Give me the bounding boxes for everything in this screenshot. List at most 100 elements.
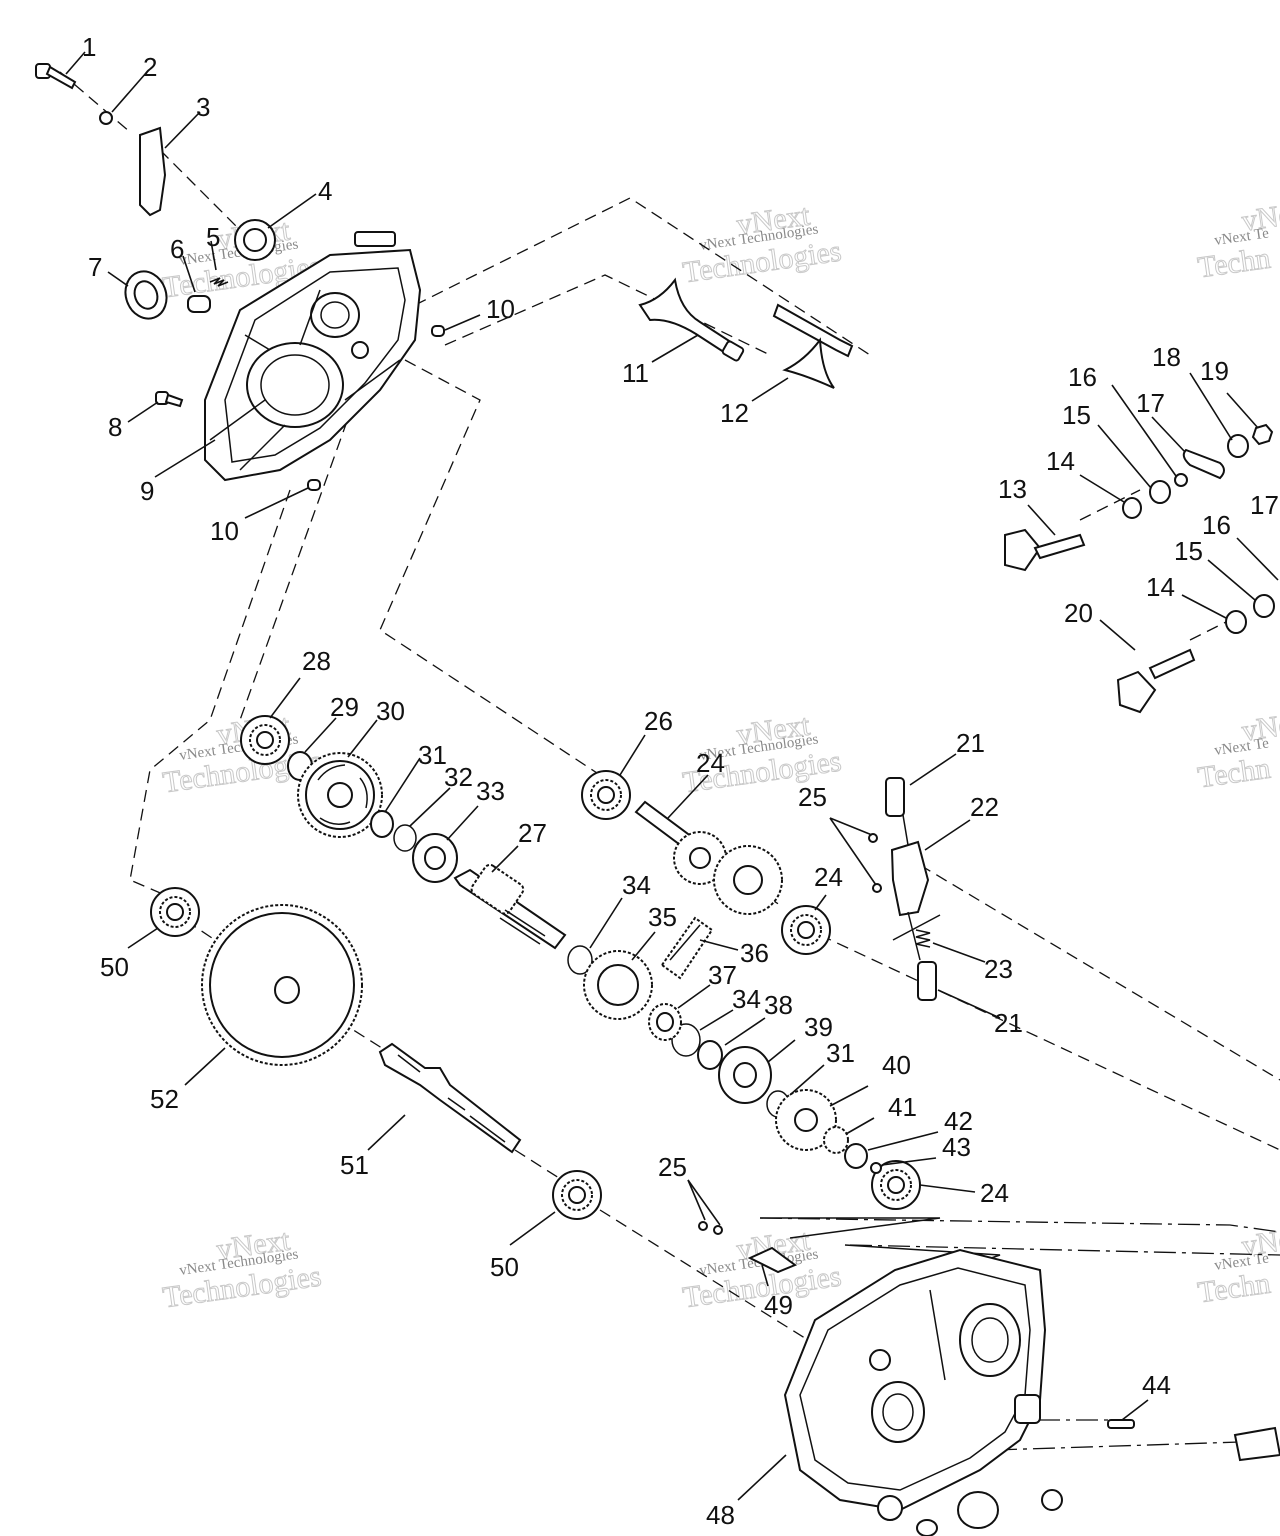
callout-label: 37 (708, 960, 737, 990)
bracket-part (139, 126, 167, 217)
callout-label: 44 (1142, 1370, 1171, 1400)
svg-text:Techn: Techn (1196, 1267, 1273, 1310)
bearing-part (781, 905, 831, 955)
callout-label: 27 (518, 818, 547, 848)
callout-label: 15 (1174, 536, 1203, 566)
callout-label: 16 (1068, 362, 1097, 392)
svg-text:Techn: Techn (1196, 752, 1273, 795)
svg-text:vNext Te: vNext Te (1213, 1250, 1270, 1274)
callout-label: 39 (804, 1012, 833, 1042)
gear-part (775, 1089, 837, 1151)
washer-part (1041, 1489, 1063, 1511)
callout-label: 41 (888, 1092, 917, 1122)
callout-label: 14 (1046, 446, 1075, 476)
dog-clutch-part (718, 1046, 772, 1104)
screw-part (713, 1225, 723, 1235)
callout-label: 20 (1064, 598, 1093, 628)
callout-label: 21 (994, 1008, 1023, 1038)
spring-part (915, 929, 931, 948)
callout-label: 16 (1202, 510, 1231, 540)
chain-part (660, 916, 714, 980)
bracket-part (747, 1246, 798, 1274)
seal-part (957, 1491, 999, 1529)
detent-plunger-part (885, 777, 905, 817)
ring-part (870, 1162, 882, 1174)
spring-part (209, 277, 229, 287)
callout-label: 31 (418, 740, 447, 770)
washer-part (844, 1143, 868, 1169)
washer-part (1149, 480, 1171, 504)
callout-label: 15 (1062, 400, 1091, 430)
callout-label: 28 (302, 646, 331, 676)
callout-label: 24 (696, 748, 725, 778)
callout-label: 2 (143, 52, 157, 82)
callout-label: 35 (648, 902, 677, 932)
bearing-part (871, 1160, 921, 1210)
washer-part (697, 1040, 723, 1070)
callout-label: 4 (318, 176, 332, 206)
callout-label: 8 (108, 412, 122, 442)
callout-label: 10 (210, 516, 239, 546)
large-gear-part (201, 904, 363, 1066)
screw-part (872, 883, 882, 893)
svg-text:Techn: Techn (1196, 242, 1273, 285)
shift-fork-part (772, 303, 854, 389)
callout-label: 33 (476, 776, 505, 806)
callout-label: 34 (732, 984, 761, 1014)
bearing-part (581, 770, 631, 820)
callout-label: 12 (720, 398, 749, 428)
callout-label: 52 (150, 1084, 179, 1114)
svg-text:vNe: vNe (1240, 198, 1280, 238)
leader-lines (65, 51, 1279, 1501)
callout-label: 13 (998, 474, 1027, 504)
callout-label: 48 (706, 1500, 735, 1530)
washer-part (1227, 434, 1249, 458)
callout-label: 29 (330, 692, 359, 722)
ring-part (370, 810, 394, 838)
callout-label: 32 (444, 762, 473, 792)
callout-label: 34 (622, 870, 651, 900)
callout-label: 50 (490, 1252, 519, 1282)
shaft-part (1233, 1426, 1280, 1462)
callout-label: 17 (1136, 388, 1165, 418)
watermark: vNe vNext Te Techn (1195, 708, 1280, 795)
collar-part (412, 833, 458, 883)
screw-part (698, 1221, 708, 1231)
callout-label: 21 (956, 728, 985, 758)
callout-label: 22 (970, 792, 999, 822)
shaft-part (634, 800, 783, 915)
svg-text:vNext Te: vNext Te (1213, 735, 1270, 759)
callout-label: 17 (1250, 490, 1279, 520)
parts-layer (35, 63, 1280, 1536)
washer-part (877, 1495, 903, 1521)
needle-bearing-part (648, 1003, 682, 1041)
callout-label: 7 (88, 252, 102, 282)
plug-part (916, 1519, 938, 1536)
callout-label: 11 (622, 358, 649, 388)
callout-label: 50 (100, 952, 129, 982)
bolt-part (35, 63, 77, 90)
dowel-part (431, 325, 445, 337)
callout-label: 9 (140, 476, 154, 506)
callout-label: 43 (942, 1132, 971, 1162)
washer-part (1225, 610, 1247, 634)
callout-label: 38 (764, 990, 793, 1020)
output-shaft-part (378, 1042, 522, 1154)
gear-part (297, 752, 383, 838)
bushing-part (823, 1126, 849, 1154)
screw-part (868, 833, 878, 843)
lever-part (1182, 448, 1225, 480)
oil-seal-part (124, 270, 168, 320)
callout-label: 3 (196, 92, 210, 122)
callout-label: 40 (882, 1050, 911, 1080)
callout-label: 25 (798, 782, 827, 812)
callout-labels: 1 2 3 4 5 6 7 8 9 10 10 11 12 13 14 15 1… (82, 32, 1279, 1530)
callout-label: 24 (814, 862, 843, 892)
callout-label: 36 (740, 938, 769, 968)
snap-ring-part (393, 824, 417, 852)
callout-label: 31 (826, 1038, 855, 1068)
callout-label: 6 (170, 234, 184, 264)
watermark: vNe vNext Te Techn (1195, 198, 1280, 285)
detent-bracket-part (890, 840, 930, 917)
callout-label: 24 (980, 1178, 1009, 1208)
